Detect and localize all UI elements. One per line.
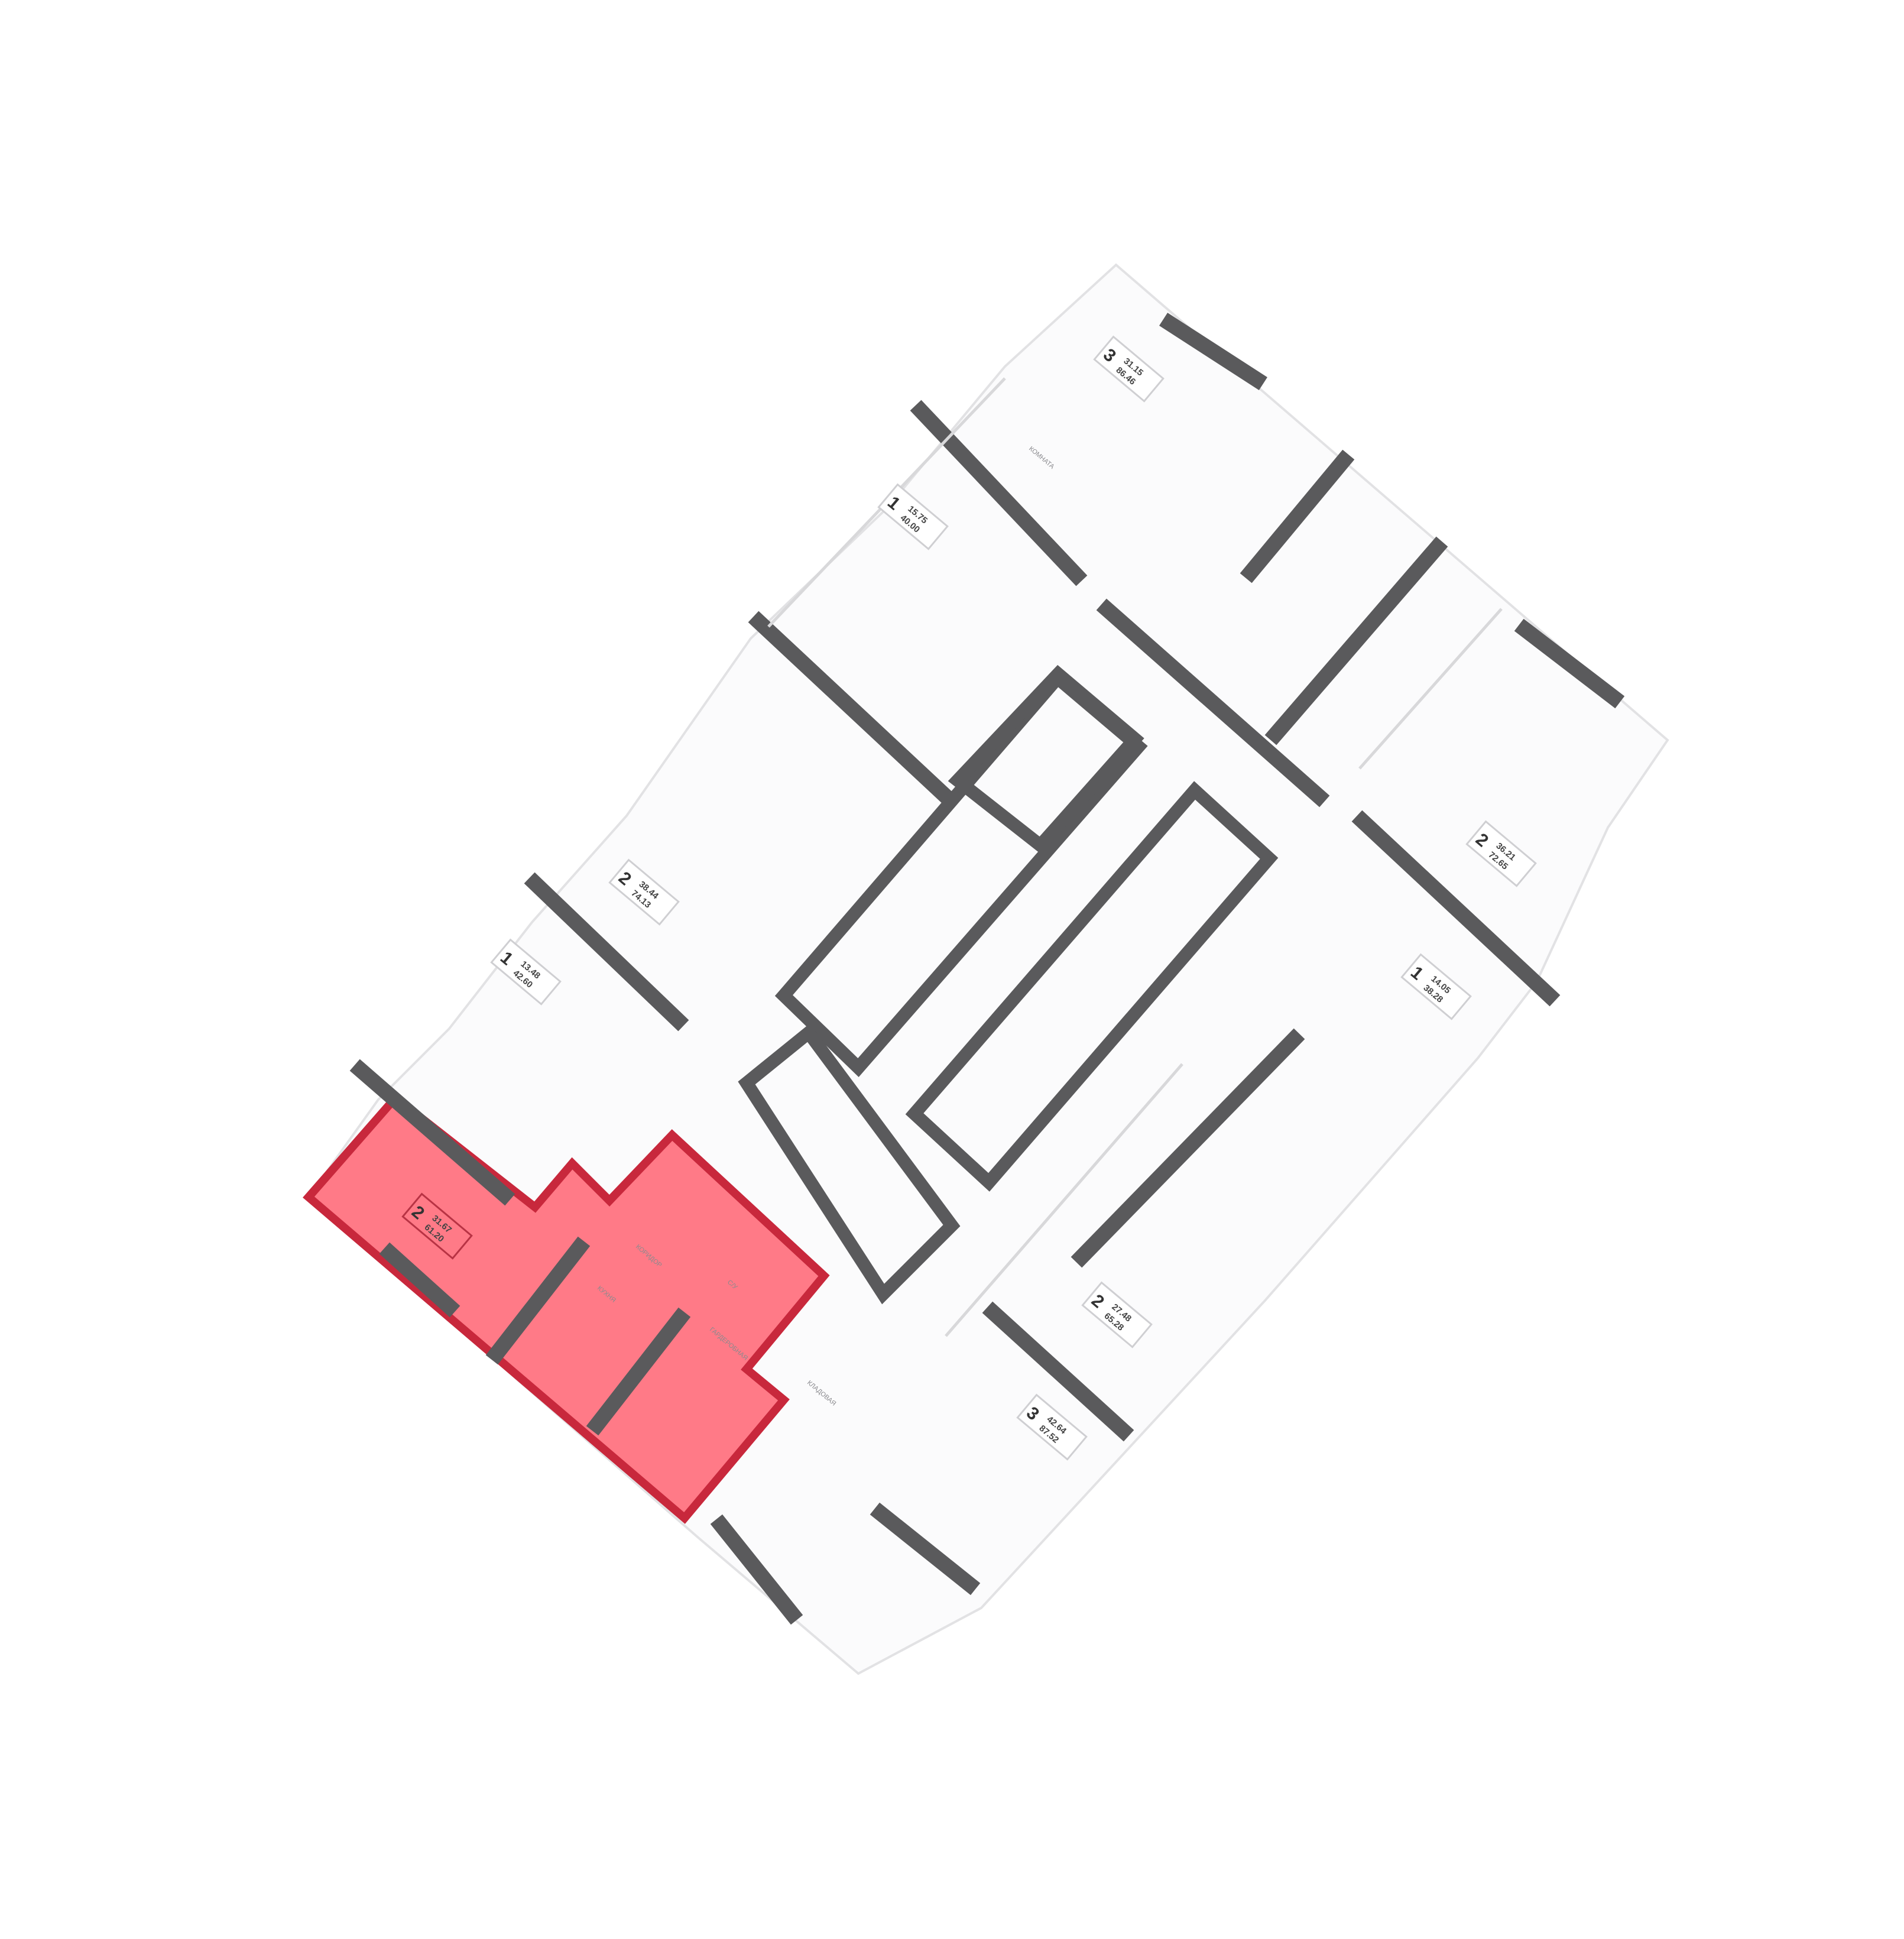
- apartment-highlighted[interactable]: [303, 1092, 830, 1524]
- apartment-badge[interactable]: 1 13.48 42.60: [490, 938, 562, 1006]
- stair-core-2: [738, 1023, 961, 1305]
- shaft-core: [948, 664, 1144, 855]
- apartment-badge[interactable]: 3 31.15 86.46: [1093, 335, 1165, 403]
- apartment-badge[interactable]: 3 42.64 87.52: [1016, 1393, 1088, 1461]
- apartment-badges: 3 31.15 86.46 1 15.75 40.00 2 38.44 74.1…: [401, 335, 1537, 1461]
- walls: [349, 313, 1625, 1625]
- apartment-badge[interactable]: 2 36.21 72.65: [1465, 820, 1537, 887]
- elevator-core: [905, 781, 1279, 1192]
- apartment-badge[interactable]: 1 15.75 40.00: [877, 483, 949, 550]
